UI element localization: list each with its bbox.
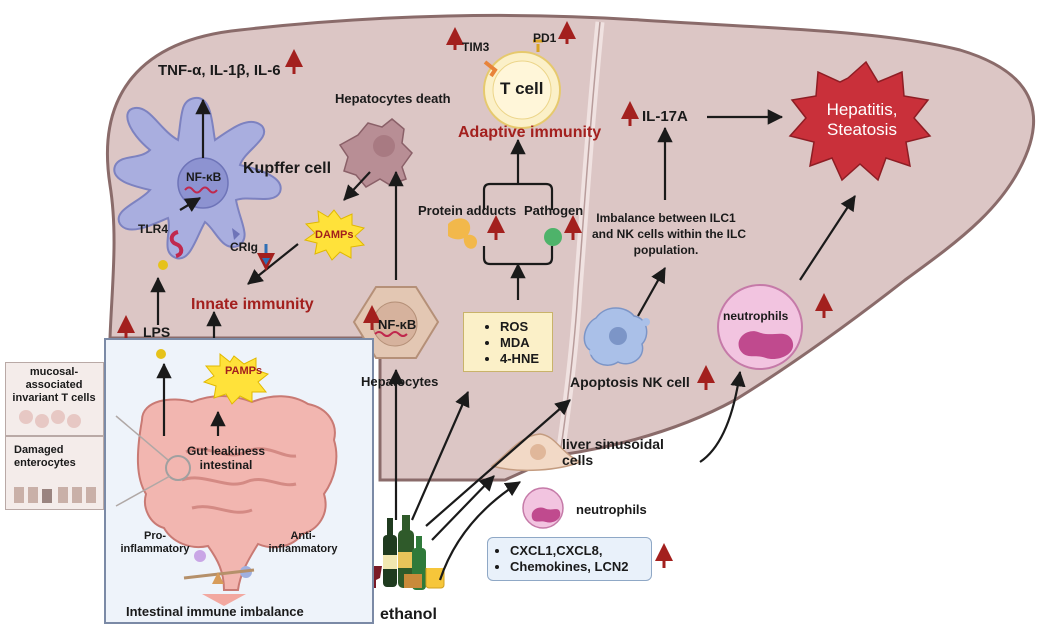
pd1-receptor-icon bbox=[533, 39, 543, 52]
mda-item: MDA bbox=[500, 335, 552, 351]
tlr4-label: TLR4 bbox=[138, 222, 168, 236]
4hne-item: 4-HNE bbox=[500, 351, 552, 367]
chemokines-box: CXCL1,CXCL8, Chemokines, LCN2 bbox=[487, 537, 652, 581]
crig-receptor-icon bbox=[232, 228, 240, 240]
damps-burst bbox=[303, 209, 366, 261]
pathogen-icon bbox=[544, 228, 562, 246]
t-cell-label: T cell bbox=[500, 79, 544, 98]
il17a-label: IL-17A bbox=[642, 108, 688, 125]
crig-label: CRIg bbox=[230, 240, 258, 254]
pathogen-label: Pathogen bbox=[524, 203, 584, 218]
intestinal-imbalance-label: Intestinal immune imbalance bbox=[126, 604, 304, 619]
adaptive-immunity-label: Adaptive immunity bbox=[458, 124, 602, 141]
hepatitis-line1: Hepatitis, bbox=[826, 100, 898, 119]
lps-molecule-icon bbox=[158, 260, 168, 270]
hepatitis-line2: Steatosis bbox=[827, 120, 897, 139]
hepatocytes-death-label: Hepatocytes death bbox=[335, 91, 451, 106]
gut-leakiness-label: Gut leakiness intestinal bbox=[186, 444, 266, 472]
pro-inflammatory-label: Pro- inflammatory bbox=[120, 530, 190, 555]
neutrophils-blood-label: neutrophils bbox=[576, 502, 647, 517]
hepatocytes-label: Hepatocytes bbox=[361, 374, 439, 389]
kupffer-cell-label: Kupffer cell bbox=[243, 160, 332, 177]
mait-label: mucosal- associated invariant T cells bbox=[12, 366, 96, 404]
tlr4-receptor-icon bbox=[169, 230, 184, 258]
enterocytes-panel bbox=[5, 436, 104, 510]
apoptosis-nk-label: Apoptosis NK cell bbox=[570, 374, 690, 390]
intestine-illustration bbox=[115, 349, 338, 606]
neutrophils-liver-label: neutrophils bbox=[723, 309, 789, 323]
innate-immunity-label: Innate immunity bbox=[191, 296, 314, 313]
hepatocytes-nfkb-label: NF-κB bbox=[378, 317, 417, 332]
intestine-panel bbox=[104, 338, 374, 624]
hepatitis-label: Hepatitis, Steatosis bbox=[810, 100, 914, 140]
protein-adducts-label: Protein adducts bbox=[418, 203, 517, 218]
ethanol-bottles-icon bbox=[370, 515, 445, 590]
pamps-label: PAMPs bbox=[225, 365, 263, 377]
pd1-label: PD1 bbox=[533, 31, 557, 45]
sinusoidal-label: liver sinusoidal cells bbox=[562, 436, 664, 468]
mait-cells-panel bbox=[5, 362, 104, 436]
tim3-label: TIM3 bbox=[462, 40, 490, 54]
pathway-arrows bbox=[150, 98, 856, 581]
damps-label: DAMPs bbox=[315, 229, 354, 241]
kupffer-cytokines-label: TNF-α, IL-1β, IL-6 bbox=[158, 62, 281, 79]
ethanol-label: ethanol bbox=[380, 606, 437, 623]
damaged-enterocytes-label: Damaged enterocytes bbox=[14, 444, 76, 469]
kupffer-nfkb-label: NF-κB bbox=[186, 170, 222, 184]
neutrophil-blood bbox=[522, 487, 564, 529]
tim3-receptor-icon bbox=[483, 60, 498, 78]
neutrophil-liver bbox=[717, 284, 803, 370]
anti-inflammatory-label: Anti- inflammatory bbox=[268, 530, 338, 555]
lps-label: LPS bbox=[143, 324, 171, 340]
oxidative-stress-box: ROS MDA 4-HNE bbox=[463, 312, 553, 372]
ros-item: ROS bbox=[500, 319, 552, 335]
hepatitis-steatosis-burst bbox=[788, 60, 932, 182]
protein-adducts-icon bbox=[448, 218, 478, 249]
pamps-burst bbox=[202, 352, 270, 405]
apoptotic-nk-cell bbox=[583, 307, 650, 366]
ilc-imbalance-label: Imbalance between ILC1 and NK cells with… bbox=[592, 211, 747, 257]
chemokines-item: Chemokines, LCN2 bbox=[510, 559, 651, 575]
cxcl-item: CXCL1,CXCL8, bbox=[510, 543, 651, 559]
